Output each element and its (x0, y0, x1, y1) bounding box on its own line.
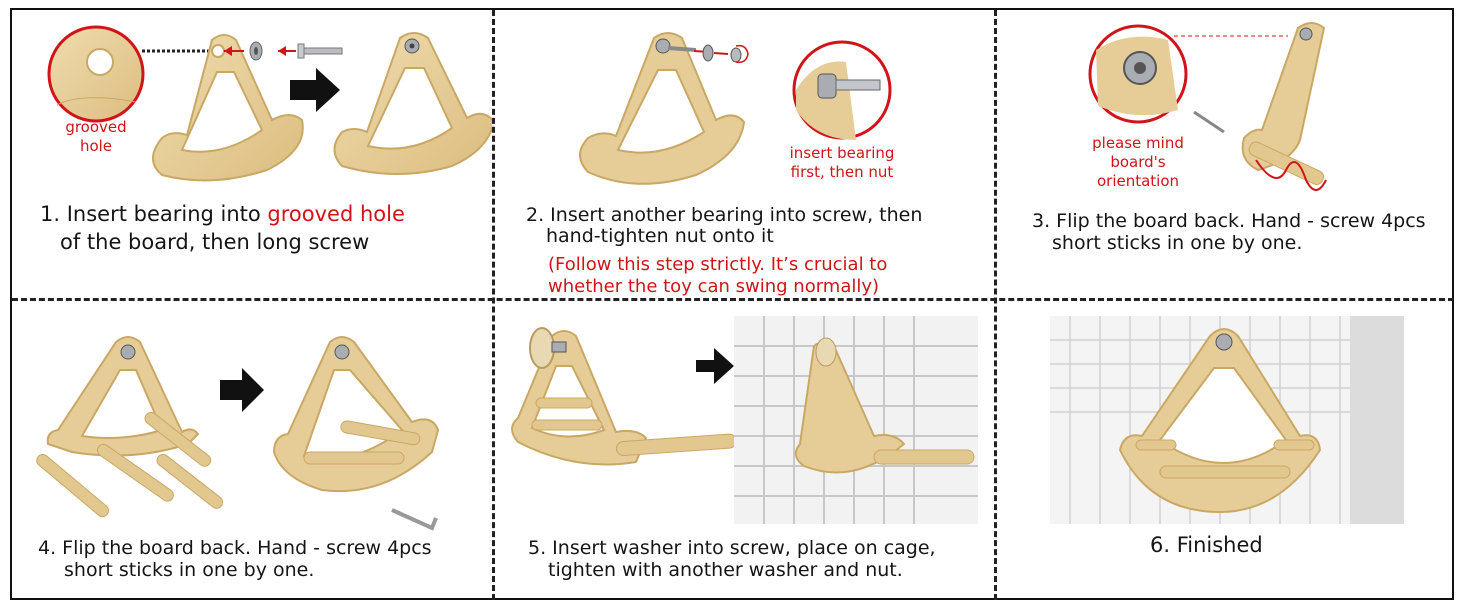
step-5-caption: 5. Insert washer into screw, place on ca… (528, 537, 936, 559)
screw-icon (297, 43, 343, 59)
bearing-nut-callout (792, 40, 892, 140)
step-4-illustration (36, 336, 440, 531)
board-with-sticks-icon (36, 336, 224, 518)
board-icon (152, 34, 304, 182)
step-1-illustration (47, 25, 492, 182)
divider-vertical-2 (994, 10, 997, 600)
step-6-caption: 6. Finished (1150, 533, 1263, 557)
nut-icon (730, 47, 742, 63)
step-6-panel: 6. Finished (998, 302, 1454, 600)
callout-label: insert bearing first, then nut (789, 144, 895, 181)
step-2-caption: 2. Insert another bearing into screw, th… (526, 204, 923, 226)
step-1-caption: 1. Insert bearing into grooved hole (40, 202, 405, 226)
bearing-icon (249, 41, 263, 61)
arrow-right-icon (696, 348, 734, 384)
step-1-panel: grooved hole 1. Insert bearing into groo… (12, 10, 492, 298)
step-2-illustration (579, 32, 892, 185)
step-4-caption: 4. Flip the board back. Hand - screw 4pc… (38, 537, 432, 559)
washer-icon (529, 327, 567, 369)
screw-icon (667, 46, 697, 52)
step-5-panel: 5. Insert washer into screw, place on ca… (496, 302, 992, 600)
rotate-arrow-icon (735, 44, 749, 64)
step-2-warning: (Follow this step strictly. It’s crucial… (548, 254, 888, 275)
cage-icon (1050, 316, 1404, 524)
cage-icon (734, 316, 978, 524)
assembled-board-icon (272, 336, 440, 493)
cage-photo (734, 316, 978, 524)
board-with-bearing-icon (333, 32, 492, 175)
step-4-caption-line2: short sticks in one by one. (64, 559, 315, 581)
grooved-hole-callout (47, 25, 145, 123)
step-4-panel: 4. Flip the board back. Hand - screw 4pc… (12, 302, 492, 600)
finished-swing-icon (1118, 328, 1322, 514)
step-3-panel: please mind board's orientation 3. Flip … (998, 10, 1454, 298)
stick-icon (1248, 141, 1325, 186)
step-1-caption-line2: of the board, then long screw (60, 230, 370, 254)
board-icon (579, 32, 746, 185)
arrow-red-icon (224, 46, 296, 56)
step-3-caption-line2: short sticks in one by one. (1052, 232, 1303, 254)
step-5-illustration (511, 327, 737, 466)
screw-icon (1193, 110, 1225, 134)
board-icon (1241, 22, 1326, 172)
twist-arrow-icon (1255, 159, 1327, 191)
step-5-caption-line2: tighten with another washer and nut. (548, 559, 903, 581)
callout-label: grooved hole (65, 118, 127, 155)
step-3-illustration (1088, 22, 1327, 191)
step-3-caption: 3. Flip the board back. Hand - screw 4pc… (1032, 210, 1426, 232)
divider-horizontal (12, 298, 1454, 301)
arrow-right-icon (290, 68, 340, 112)
hex-key-icon (391, 508, 438, 531)
step-2-caption-line2: hand-tighten nut onto it (546, 225, 774, 247)
step-2-panel: insert bearing first, then nut 2. Insert… (496, 10, 992, 298)
divider-vertical-1 (492, 10, 495, 600)
finished-photo (1050, 316, 1404, 524)
callout-label: please mind board's orientation (1092, 134, 1184, 190)
bearing-callout (1088, 24, 1188, 124)
step-2-warning-line2: whether the toy can swing normally) (548, 276, 880, 297)
arrow-right-icon (220, 368, 264, 412)
highlight-text: grooved hole (267, 202, 405, 226)
bearing-icon (702, 44, 714, 62)
